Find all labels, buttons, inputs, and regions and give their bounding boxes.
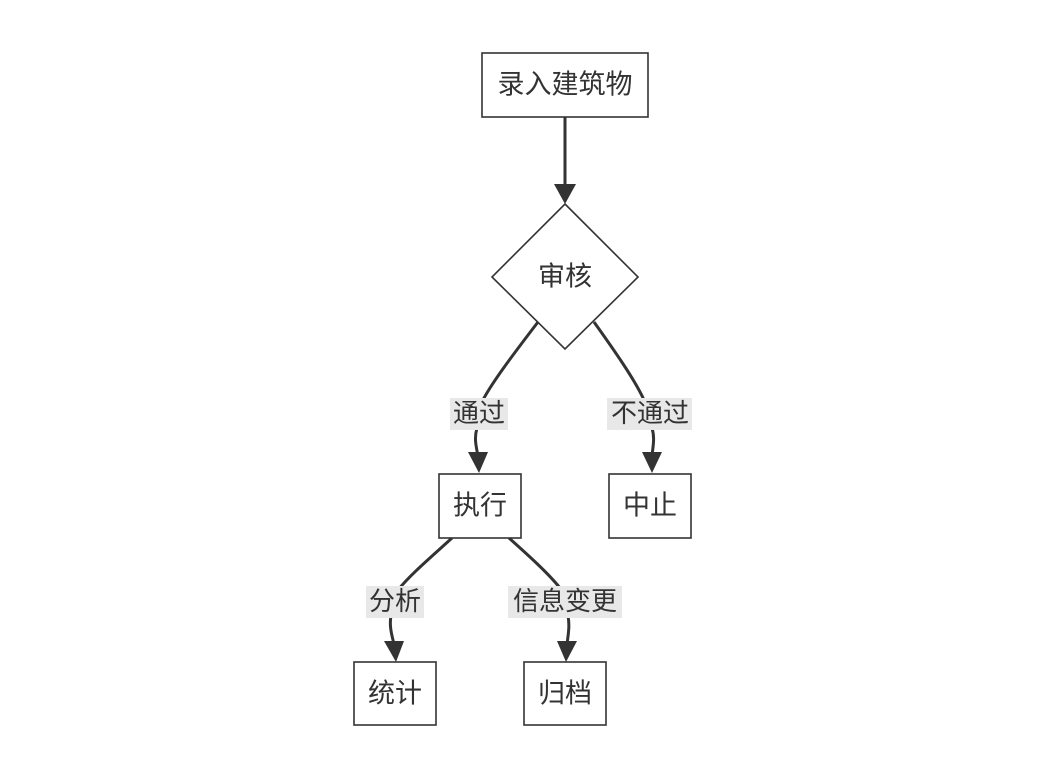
node-execute-box (438, 473, 522, 539)
node-entry: 录入建筑物 (481, 52, 649, 118)
label-fail: 不通过 (611, 399, 689, 429)
node-statistics: 统计 (353, 661, 437, 726)
node-entry-box (481, 52, 649, 118)
node-review-label: 审核 (538, 262, 592, 293)
edge-review-to-stop (592, 321, 656, 457)
node-stop-box (608, 473, 692, 539)
node-statistics-box (353, 661, 437, 726)
node-archive-label: 归档 (538, 679, 592, 710)
arrowhead-review (554, 184, 576, 204)
node-stop-label: 中止 (623, 491, 677, 522)
arrowhead-stop (642, 452, 662, 473)
edges (384, 117, 662, 662)
label-pass: 通过 (453, 399, 505, 429)
label-analysis-background (366, 586, 424, 618)
label-info-change: 信息变更 (513, 587, 617, 617)
arrowhead-statistics (384, 641, 404, 662)
label-analysis: 分析 (369, 587, 421, 617)
label-pass-background (450, 398, 508, 430)
node-execute: 执行 (438, 473, 522, 539)
label-info-change-background (508, 586, 622, 618)
node-review: 审核 (490, 202, 640, 351)
nodes: 录入建筑物 审核 执行 中止 统计 归档 (353, 52, 692, 726)
node-entry-label: 录入建筑物 (498, 70, 633, 101)
node-stop: 中止 (608, 473, 692, 539)
arrowhead-execute (468, 452, 488, 473)
node-archive: 归档 (523, 661, 607, 726)
arrowhead-archive (557, 641, 577, 662)
edge-labels: 通过 不通过 分析 信息变更 (366, 398, 692, 618)
label-fail-background (607, 398, 692, 430)
node-archive-box (523, 661, 607, 726)
node-statistics-label: 统计 (368, 679, 422, 710)
edge-review-to-execute (473, 321, 540, 457)
node-execute-label: 执行 (453, 491, 507, 522)
node-review-diamond (490, 202, 640, 351)
